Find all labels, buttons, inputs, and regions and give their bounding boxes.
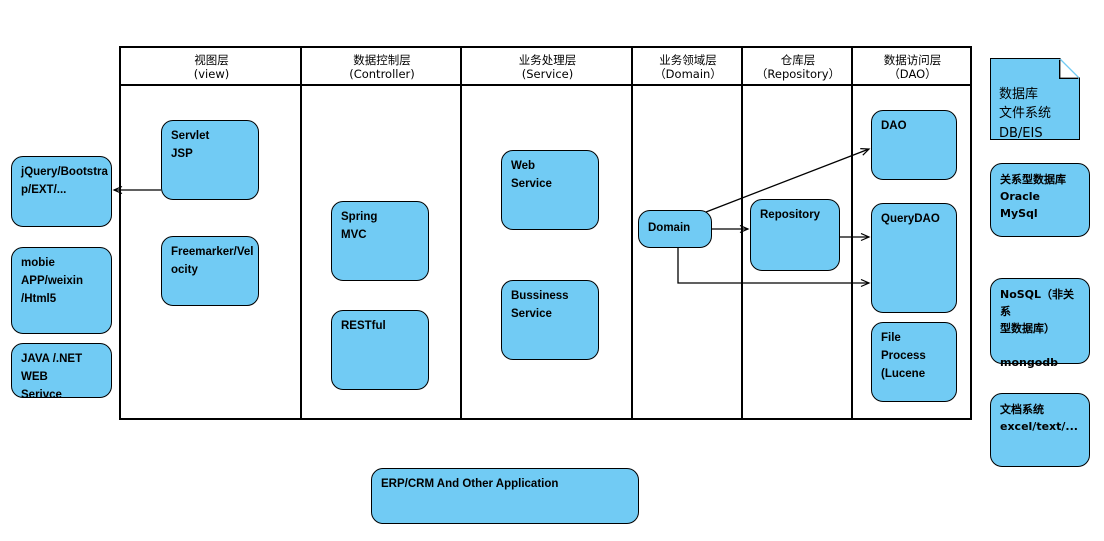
node-repository[interactable]: Repository	[750, 199, 840, 271]
lane-header-service-en: (Service)	[521, 67, 574, 81]
node-dao[interactable]: DAO	[871, 110, 957, 180]
lane-column-controller	[302, 48, 462, 418]
node-domain[interactable]: Domain	[638, 210, 712, 248]
lane-header-repository: 仓库层 （Repository）	[743, 48, 853, 86]
note-fold-corner-icon	[1059, 59, 1079, 79]
node-querydao[interactable]: QueryDAO	[871, 203, 957, 313]
lane-header-repository-en: （Repository）	[755, 67, 841, 81]
storage-note-database-filesystem[interactable]: 数据库 文件系统 DB/EIS	[990, 58, 1080, 140]
lane-header-controller-en: (Controller)	[349, 67, 415, 81]
lane-header-dao: 数据访问层 （DAO）	[853, 48, 972, 86]
node-freemarker-velocity[interactable]: Freemarker/Vel ocity	[161, 236, 259, 306]
lane-header-domain-cn: 业务领域层	[659, 52, 717, 67]
lane-column-repository	[743, 48, 853, 418]
client-box-jquery[interactable]: jQuery/Bootstra p/EXT/...	[11, 156, 112, 227]
node-file-process-lucene[interactable]: File Process (Lucene	[871, 322, 957, 402]
lane-header-view: 视图层 (view)	[121, 48, 302, 86]
swimlane-table: 视图层 (view) 数据控制层 (Controller) 业务处理层 (Ser…	[119, 46, 972, 420]
lane-column-view	[121, 48, 302, 418]
swimlane-header-row	[121, 48, 970, 86]
node-spring-mvc[interactable]: Spring MVC	[331, 201, 429, 281]
lane-header-service-cn: 业务处理层	[518, 52, 577, 67]
lane-header-repository-cn: 仓库层	[780, 52, 816, 67]
lane-header-service: 业务处理层 (Service)	[462, 48, 633, 86]
lane-header-view-cn: 视图层	[194, 52, 229, 67]
lane-header-dao-en: （DAO）	[888, 67, 937, 81]
client-box-mobile[interactable]: mobie APP/weixin /Html5	[11, 247, 112, 334]
node-bussiness-service[interactable]: Bussiness Service	[501, 280, 599, 360]
lane-column-service	[462, 48, 633, 418]
lane-header-view-en: (view)	[193, 67, 230, 81]
node-servlet-jsp[interactable]: Servlet JSP	[161, 120, 259, 200]
storage-box-relational-database[interactable]: 关系型数据库 Oracle MySql	[990, 163, 1090, 237]
node-erp-crm-other-application[interactable]: ERP/CRM And Other Application	[371, 468, 639, 524]
lane-header-domain: 业务领域层 （Domain）	[633, 48, 743, 86]
client-box-java-dotnet-webservice[interactable]: JAVA /.NET WEB Serivce	[11, 343, 112, 401]
node-restful[interactable]: RESTful	[331, 310, 429, 390]
storage-note-label: 数据库 文件系统 DB/EIS	[999, 86, 1052, 141]
storage-box-document-system[interactable]: 文档系统 excel/text/...	[990, 393, 1090, 467]
lane-header-domain-en: （Domain）	[654, 67, 722, 81]
storage-box-nosql[interactable]: NoSQL（非关系 型数据库） mongodb	[990, 278, 1090, 369]
lane-header-dao-cn: 数据访问层	[883, 52, 942, 67]
lane-header-controller-cn: 数据控制层	[353, 52, 411, 67]
node-web-service[interactable]: Web Service	[501, 150, 599, 230]
lane-header-controller: 数据控制层 (Controller)	[302, 48, 462, 86]
